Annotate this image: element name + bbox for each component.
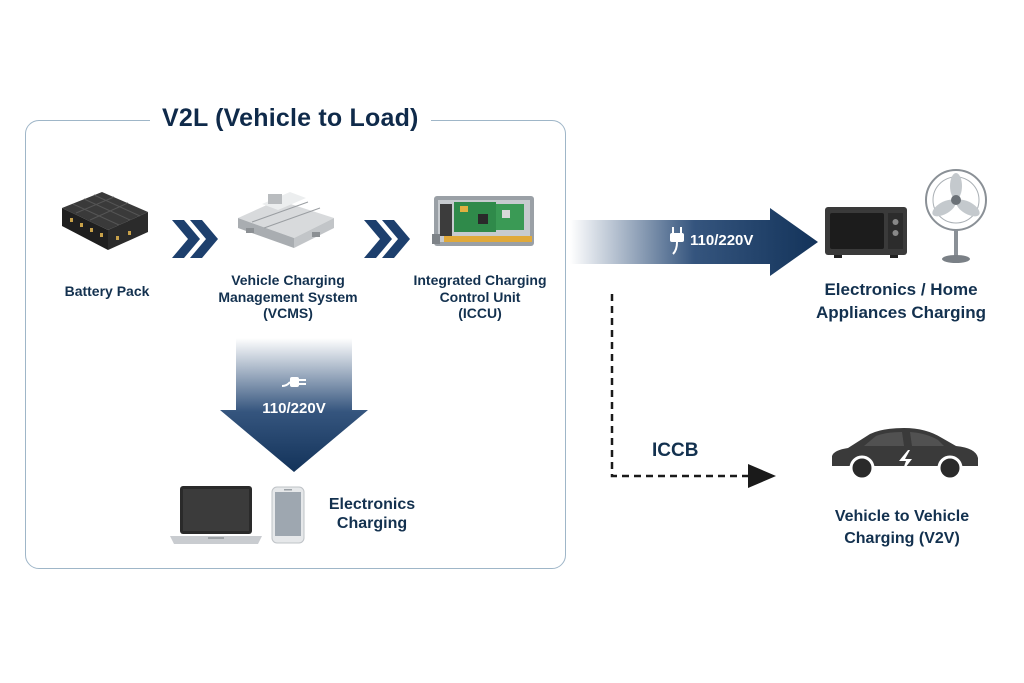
microwave-icon (825, 207, 907, 258)
iccu-board-icon (432, 196, 534, 246)
electronics-charging-line: Electronics (328, 496, 416, 513)
iccb-label: ICCB (652, 440, 699, 461)
right-voltage-label: 110/220V (690, 232, 754, 249)
battery-pack-label: Battery Pack (64, 283, 150, 299)
battery-pack-icon (62, 192, 148, 250)
vcms-label-line: (VCMS) (263, 305, 313, 322)
electronics-charging-label: Electronics Charging (316, 496, 428, 534)
v2v-label: Vehicle to Vehicle Charging (V2V) (810, 506, 994, 549)
vcms-label-line: Vehicle Charging (231, 272, 345, 288)
right-flow-arrow (570, 208, 818, 276)
down-voltage-label: 110/220V (262, 400, 326, 417)
plug-icon (281, 377, 306, 387)
vcms-unit-icon (238, 192, 334, 248)
iccu-label-line: (ICCU) (458, 305, 502, 322)
electronics-charging-line: Charging (336, 514, 408, 532)
fan-icon (925, 169, 987, 263)
iccu-label-line: Control Unit (439, 288, 521, 305)
down-flow-arrow (220, 338, 368, 472)
laptop-icon (170, 486, 262, 544)
smartphone-icon (271, 486, 305, 544)
vcms-label: Vehicle Charging Management System (VCMS… (200, 272, 376, 322)
chevron-right-icon (364, 220, 410, 258)
iccu-label: Integrated Charging Control Unit (ICCU) (398, 272, 562, 322)
v2v-label-line: Charging (V2V) (844, 529, 960, 547)
v2v-label-line: Vehicle to Vehicle (834, 508, 970, 525)
v2l-title: V2L (Vehicle to Load) (150, 104, 431, 133)
vcms-label-line: Management System (218, 288, 358, 305)
chevron-right-icon (172, 220, 218, 258)
home-appliances-line: Electronics / Home (824, 280, 978, 299)
iccu-label-line: Integrated Charging (413, 272, 547, 288)
plug-icon (670, 227, 684, 255)
home-appliances-line: Appliances Charging (815, 302, 987, 322)
iccb-dashed-arrow (610, 294, 776, 488)
car-icon (832, 428, 978, 481)
home-appliances-label: Electronics / Home Appliances Charging (800, 279, 1002, 325)
